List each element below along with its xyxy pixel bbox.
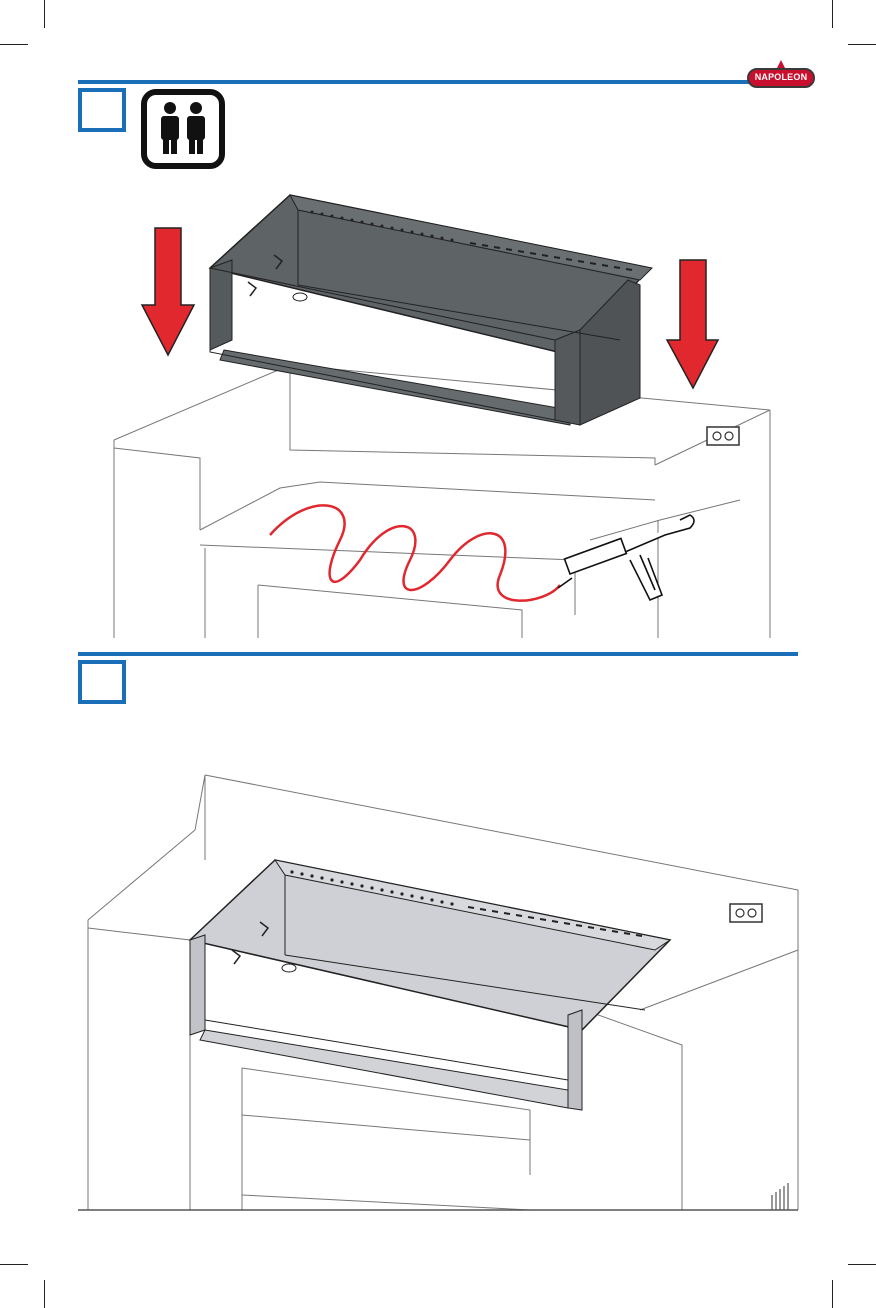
step-one-number-box [78,88,126,132]
crop-mark [832,0,833,28]
step-one-illustration [0,180,876,640]
grill-insert-box [210,195,652,425]
crop-mark [848,44,876,45]
two-person-lift-icon [140,88,226,170]
step-two-illustration [0,770,876,1220]
crop-mark [0,1264,28,1265]
electrical-outlet-icon [730,904,762,922]
step-one-rule [78,80,754,84]
sealant-bead [270,505,560,600]
crop-mark [44,1280,45,1308]
arrow-down-icon [142,228,194,355]
napoleon-logo: NAPOLEON [746,58,816,92]
arrow-down-icon [667,260,718,388]
crop-mark [832,1280,833,1308]
crop-mark [848,1264,876,1265]
electrical-outlet-icon [707,427,739,445]
crop-mark [44,0,45,28]
step-two-rule [78,652,798,656]
step-two-number-box [78,660,126,704]
crop-mark [0,44,28,45]
caulking-gun-icon [558,515,694,600]
installed-grill-insert [190,860,670,1110]
logo-text: NAPOLEON [746,72,816,82]
